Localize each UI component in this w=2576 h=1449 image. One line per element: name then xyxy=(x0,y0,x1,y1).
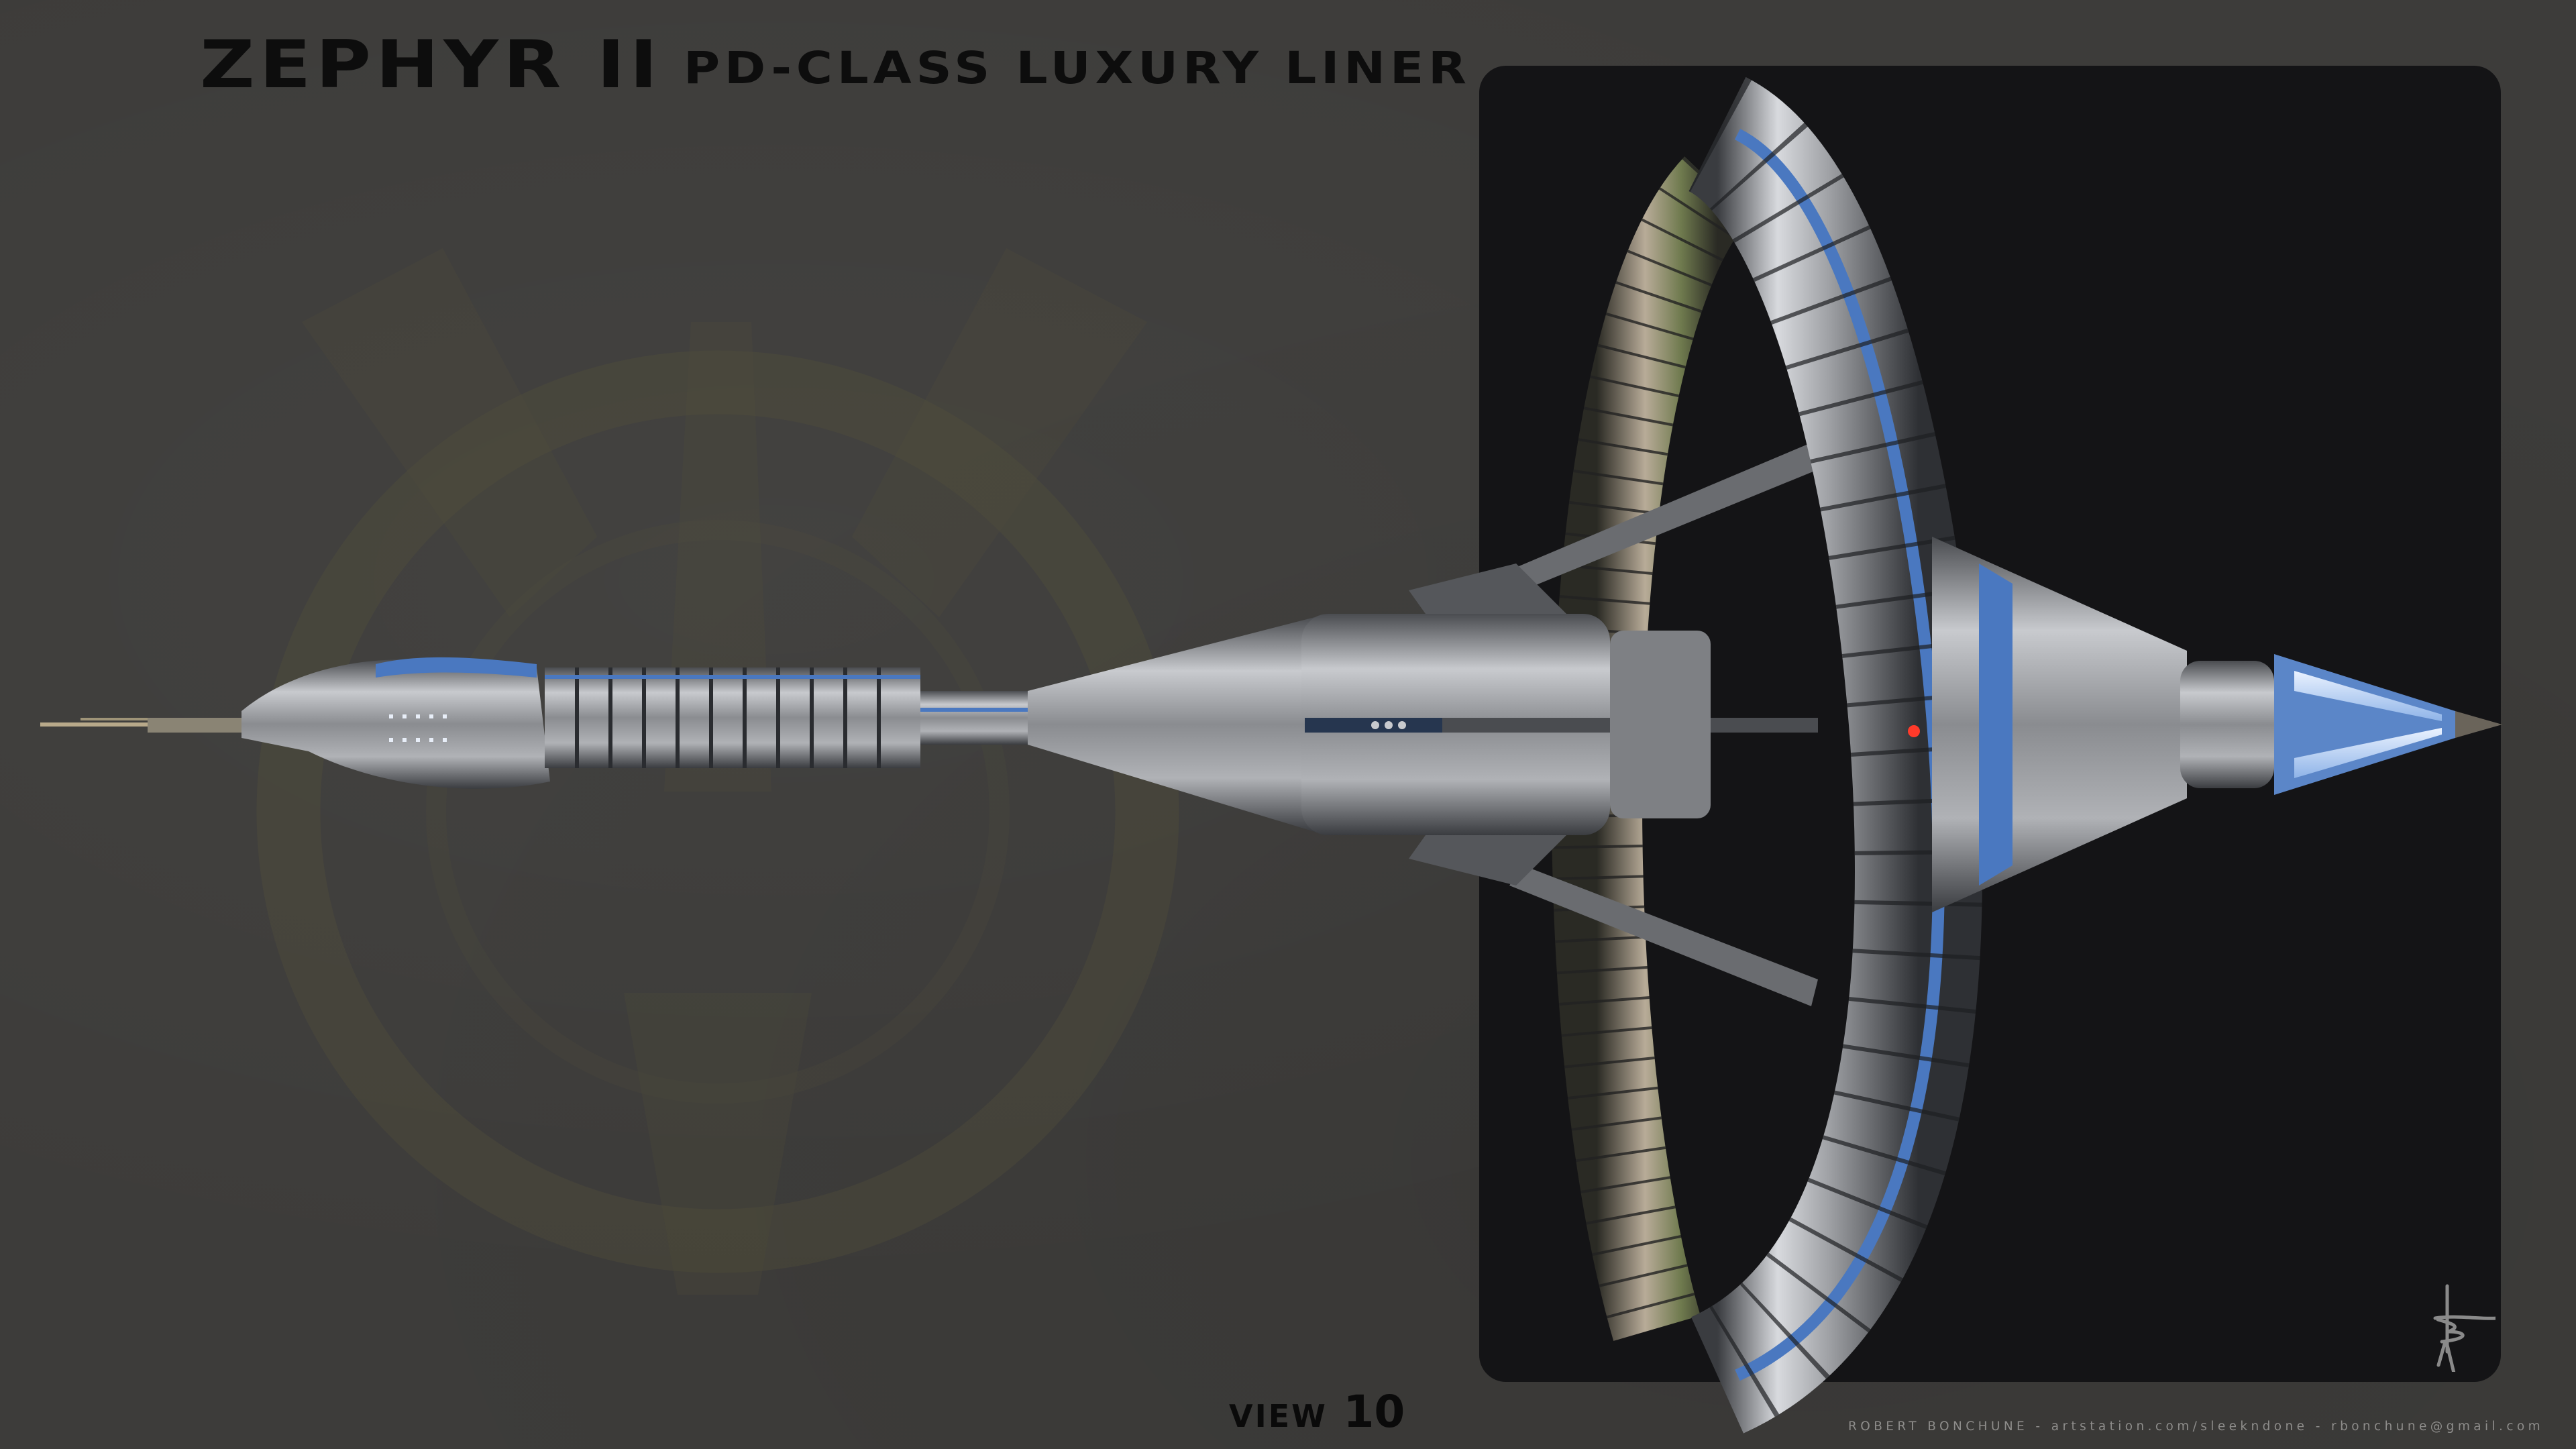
ship-class: PD-CLASS LUXURY LINER xyxy=(683,42,1471,94)
view-word: VIEW xyxy=(1229,1398,1328,1434)
ship-name: ZEPHYR II xyxy=(200,27,663,103)
view-label: VIEW 10 xyxy=(1229,1386,1405,1438)
artist-credits: ROBERT BONCHUNE - artstation.com/sleeknd… xyxy=(1848,1419,2544,1434)
faction-emblem-icon xyxy=(256,248,1179,1295)
red-beacon-light xyxy=(1908,725,1920,737)
page-title: ZEPHYR II PD-CLASS LUXURY LINER xyxy=(200,27,1466,103)
view-number: 10 xyxy=(1343,1386,1405,1438)
artist-signature-icon xyxy=(2433,1284,2496,1372)
